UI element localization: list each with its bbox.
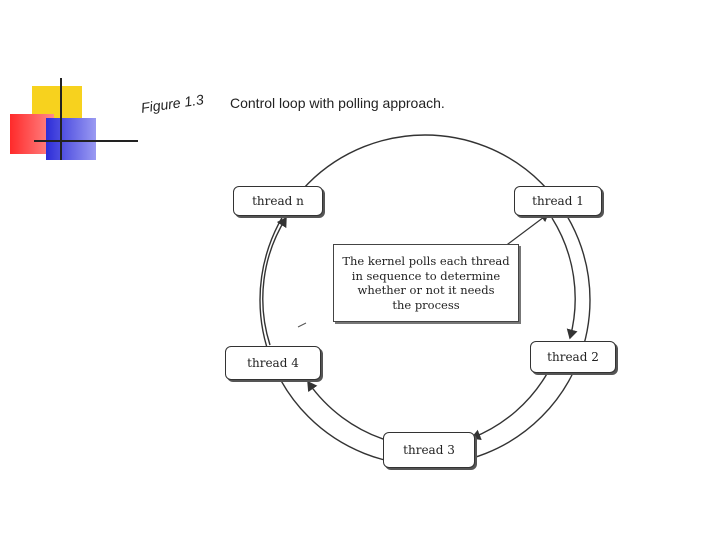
arrow-thread1-to-thread2 bbox=[551, 217, 578, 340]
note-line: the process bbox=[392, 297, 460, 312]
thread-node-3: thread 3 bbox=[383, 432, 475, 468]
thread-node-label: thread 2 bbox=[547, 350, 599, 364]
decor-blue-square bbox=[46, 118, 96, 160]
arrow-thread3-to-thread4 bbox=[307, 380, 387, 441]
decor-vertical-line bbox=[60, 78, 62, 160]
note-line: whether or not it needs bbox=[357, 283, 495, 297]
thread-node-label: thread 4 bbox=[247, 356, 299, 370]
note-line: The kernel polls each thread bbox=[342, 254, 510, 268]
thread-node-label: thread 1 bbox=[532, 194, 584, 208]
kernel-polling-note: The kernel polls each thread in sequence… bbox=[333, 244, 519, 322]
arrow-thread4-to-threadn bbox=[262, 216, 287, 346]
decor-horizontal-line bbox=[34, 140, 138, 142]
thread-node-label: thread n bbox=[252, 194, 304, 208]
arrow-thread2-to-thread3 bbox=[470, 371, 549, 441]
thread-node-label: thread 3 bbox=[403, 443, 455, 457]
thread-node-n: thread n bbox=[233, 186, 323, 216]
figure-title: Control loop with polling approach. bbox=[230, 95, 445, 111]
note-line: in sequence to determine bbox=[351, 268, 501, 283]
scan-mark bbox=[297, 322, 307, 328]
thread-node-1: thread 1 bbox=[514, 186, 602, 216]
thread-node-4: thread 4 bbox=[225, 346, 321, 380]
thread-node-2: thread 2 bbox=[530, 341, 616, 373]
